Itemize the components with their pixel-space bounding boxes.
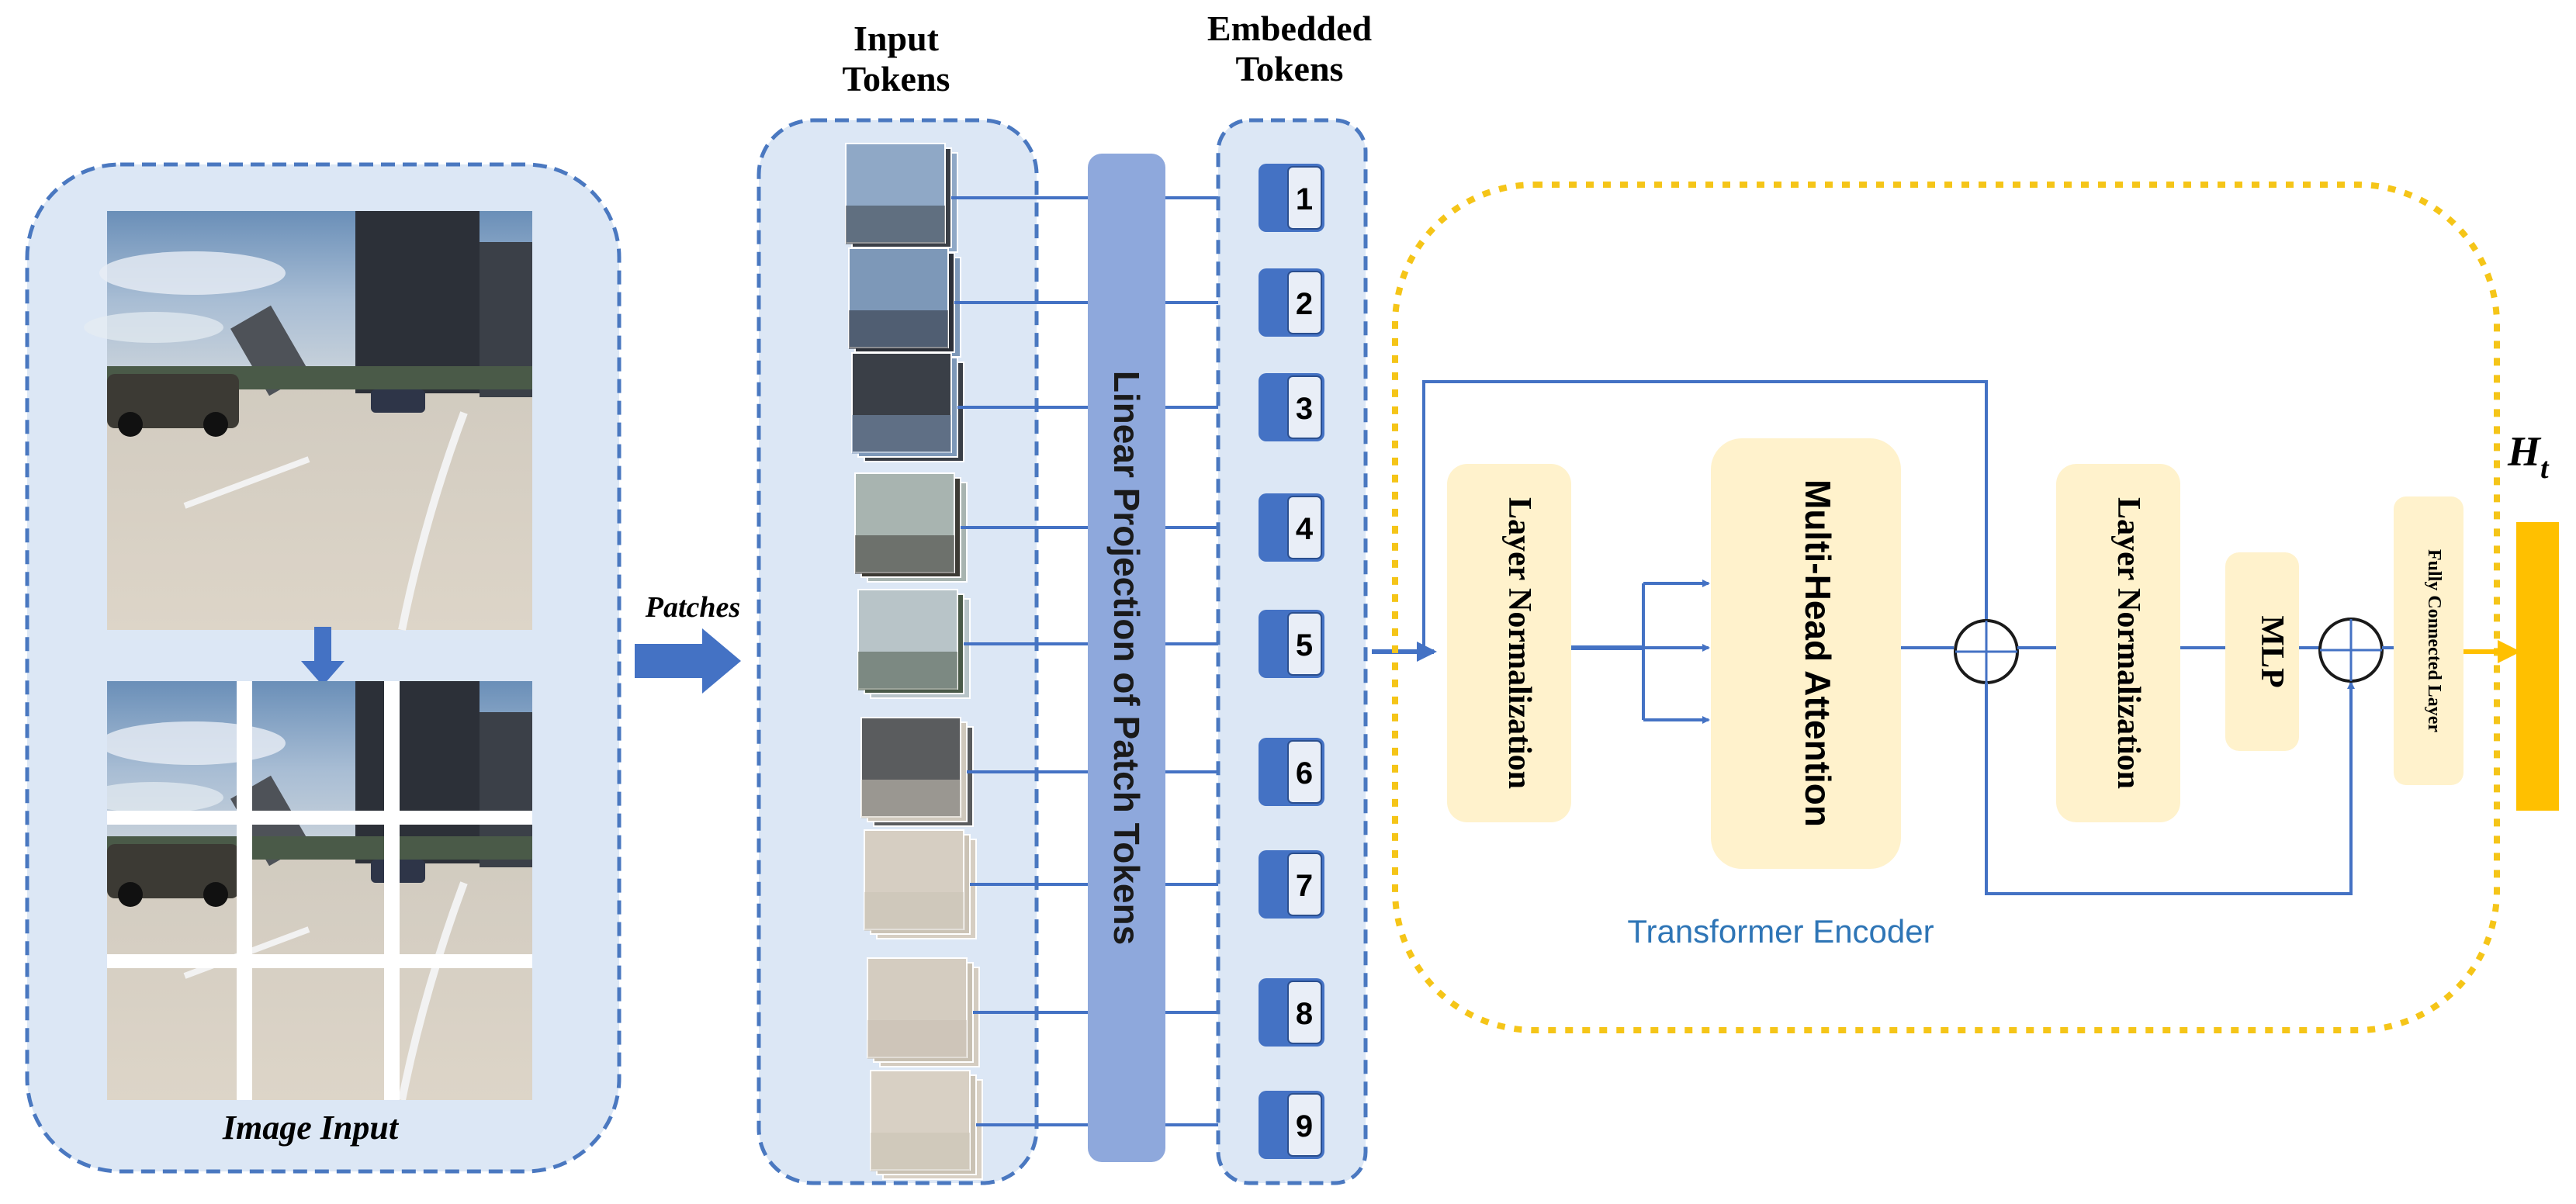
- mlp-block: [2225, 552, 2299, 751]
- embedded-token-list: 1 2 3 4 5 6 7 8 9: [1259, 164, 1324, 1159]
- transformer-encoder-region: [1392, 182, 2500, 1033]
- title-line: Embedded: [1207, 9, 1373, 48]
- fully-connected-label: Fully Connected Layer: [2424, 549, 2444, 732]
- layer-norm-1-label: Layer Normalization: [1501, 497, 1537, 789]
- residual-add-2-icon: [2318, 618, 2384, 683]
- input-token-thumbnail: [857, 589, 971, 699]
- input-token-thumbnail: [854, 472, 968, 583]
- output-feature-bar: [2516, 522, 2559, 811]
- residual-connection-1: [1422, 380, 1990, 652]
- linear-projection-label: Linear Projection of Patch Tokens: [1106, 371, 1147, 945]
- embedded-token: 9: [1259, 1091, 1324, 1159]
- source-image: [84, 211, 532, 630]
- embedded-token: 4: [1259, 493, 1324, 562]
- embedded-token: 1: [1259, 164, 1324, 232]
- embedded-token: 3: [1259, 373, 1324, 441]
- transformer-encoder-caption: Transformer Encoder: [1627, 913, 1934, 950]
- patch-grid: [107, 681, 532, 1100]
- input-token-thumbnail: [845, 143, 958, 253]
- embedded-token: 2: [1259, 268, 1324, 337]
- patches-label: Patches: [645, 591, 740, 624]
- output-label-sub: t: [2540, 452, 2550, 485]
- residual-add-1-icon: [1954, 619, 2019, 684]
- embedded-token-index: 1: [1296, 182, 1313, 216]
- fully-connected-block: [2394, 496, 2463, 785]
- output-label: Ht: [2507, 428, 2550, 485]
- title-line: Tokens: [1236, 49, 1344, 88]
- embedded-token: 8: [1259, 978, 1324, 1047]
- multi-head-attention-label: Multi-Head Attention: [1798, 479, 1838, 827]
- split-arrow-icon: [301, 627, 345, 686]
- embedded-token: 6: [1259, 738, 1324, 806]
- embedded-token-index: 5: [1296, 628, 1313, 663]
- input-token-thumbnail: [851, 352, 964, 462]
- embedded-token-index: 4: [1296, 512, 1314, 546]
- embedded-token: 7: [1259, 850, 1324, 919]
- layer-norm-2-block: [2056, 464, 2180, 822]
- embedded-token-index: 2: [1296, 287, 1313, 321]
- layer-norm-1-block: [1447, 464, 1571, 822]
- image-input-label: Image Input: [222, 1109, 400, 1147]
- title-line: Input: [853, 19, 940, 58]
- embedded-token-index: 3: [1296, 392, 1313, 426]
- embedded-token: 5: [1259, 610, 1324, 678]
- input-token-thumbnail: [860, 717, 974, 827]
- layer-norm-2-label: Layer Normalization: [2110, 497, 2146, 789]
- linear-projection-bar: [1088, 154, 1165, 1162]
- residual-connection-2: [1985, 681, 2355, 895]
- embedded-token-index: 8: [1296, 997, 1313, 1031]
- patches-arrow-icon: [635, 628, 741, 694]
- embedded-token-index: 7: [1296, 869, 1313, 903]
- mlp-label: MLP: [2254, 615, 2290, 687]
- output-label-main: H: [2507, 428, 2542, 475]
- multi-head-attention-block: [1711, 438, 1901, 869]
- embedded-token-index: 6: [1296, 756, 1313, 791]
- input-token-list: [845, 143, 983, 1180]
- embedded-token-index: 9: [1296, 1109, 1313, 1143]
- input-token-thumbnail: [867, 957, 980, 1067]
- title-line: Tokens: [843, 59, 950, 99]
- input-token-thumbnail: [870, 1070, 983, 1180]
- input-token-thumbnail: [848, 247, 961, 358]
- input-token-thumbnail: [864, 829, 977, 939]
